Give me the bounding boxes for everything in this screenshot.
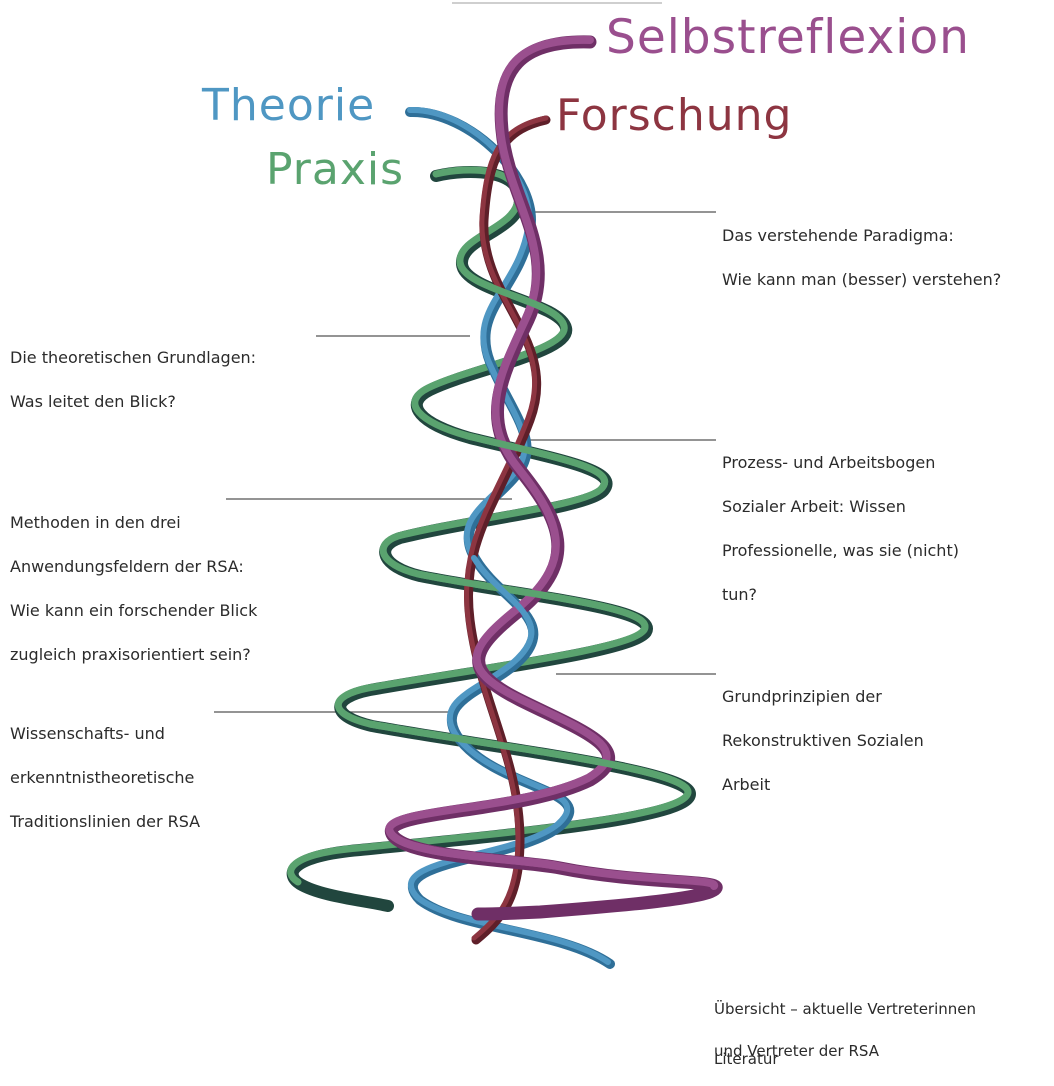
- label-theorie: Theorie: [202, 80, 376, 131]
- label-methoden[interactable]: Methoden in den drei Anwendungsfeldern d…: [10, 513, 258, 664]
- label-praxis: Praxis: [266, 144, 404, 195]
- label-forschung: Forschung: [556, 90, 793, 141]
- spiral-diagram: Selbstreflexion Forschung Theorie Praxis…: [10, 2, 1002, 1068]
- label-theoretische-grundlagen[interactable]: Die theoretischen Grundlagen: Was leitet…: [10, 348, 257, 411]
- label-traditionslinien[interactable]: Wissenschafts- und erkenntnistheoretisch…: [10, 724, 201, 831]
- label-literatur[interactable]: Literatur: [714, 1050, 779, 1068]
- strand-praxis: [286, 166, 697, 912]
- strand-overlaps: [366, 258, 692, 870]
- strand-forschung: [464, 115, 551, 945]
- helix-graphic: [214, 35, 723, 969]
- label-selbstreflexion: Selbstreflexion: [606, 10, 970, 65]
- label-grundprinzipien[interactable]: Grundprinzipien der Rekonstruktiven Sozi…: [722, 687, 924, 794]
- label-prozess-arbeitsbogen[interactable]: Prozess- und Arbeitsbogen Sozialer Arbei…: [722, 453, 959, 604]
- label-verstehendes-paradigma[interactable]: Das verstehende Paradigma: Wie kann man …: [722, 226, 1002, 289]
- top-divider: [452, 2, 662, 4]
